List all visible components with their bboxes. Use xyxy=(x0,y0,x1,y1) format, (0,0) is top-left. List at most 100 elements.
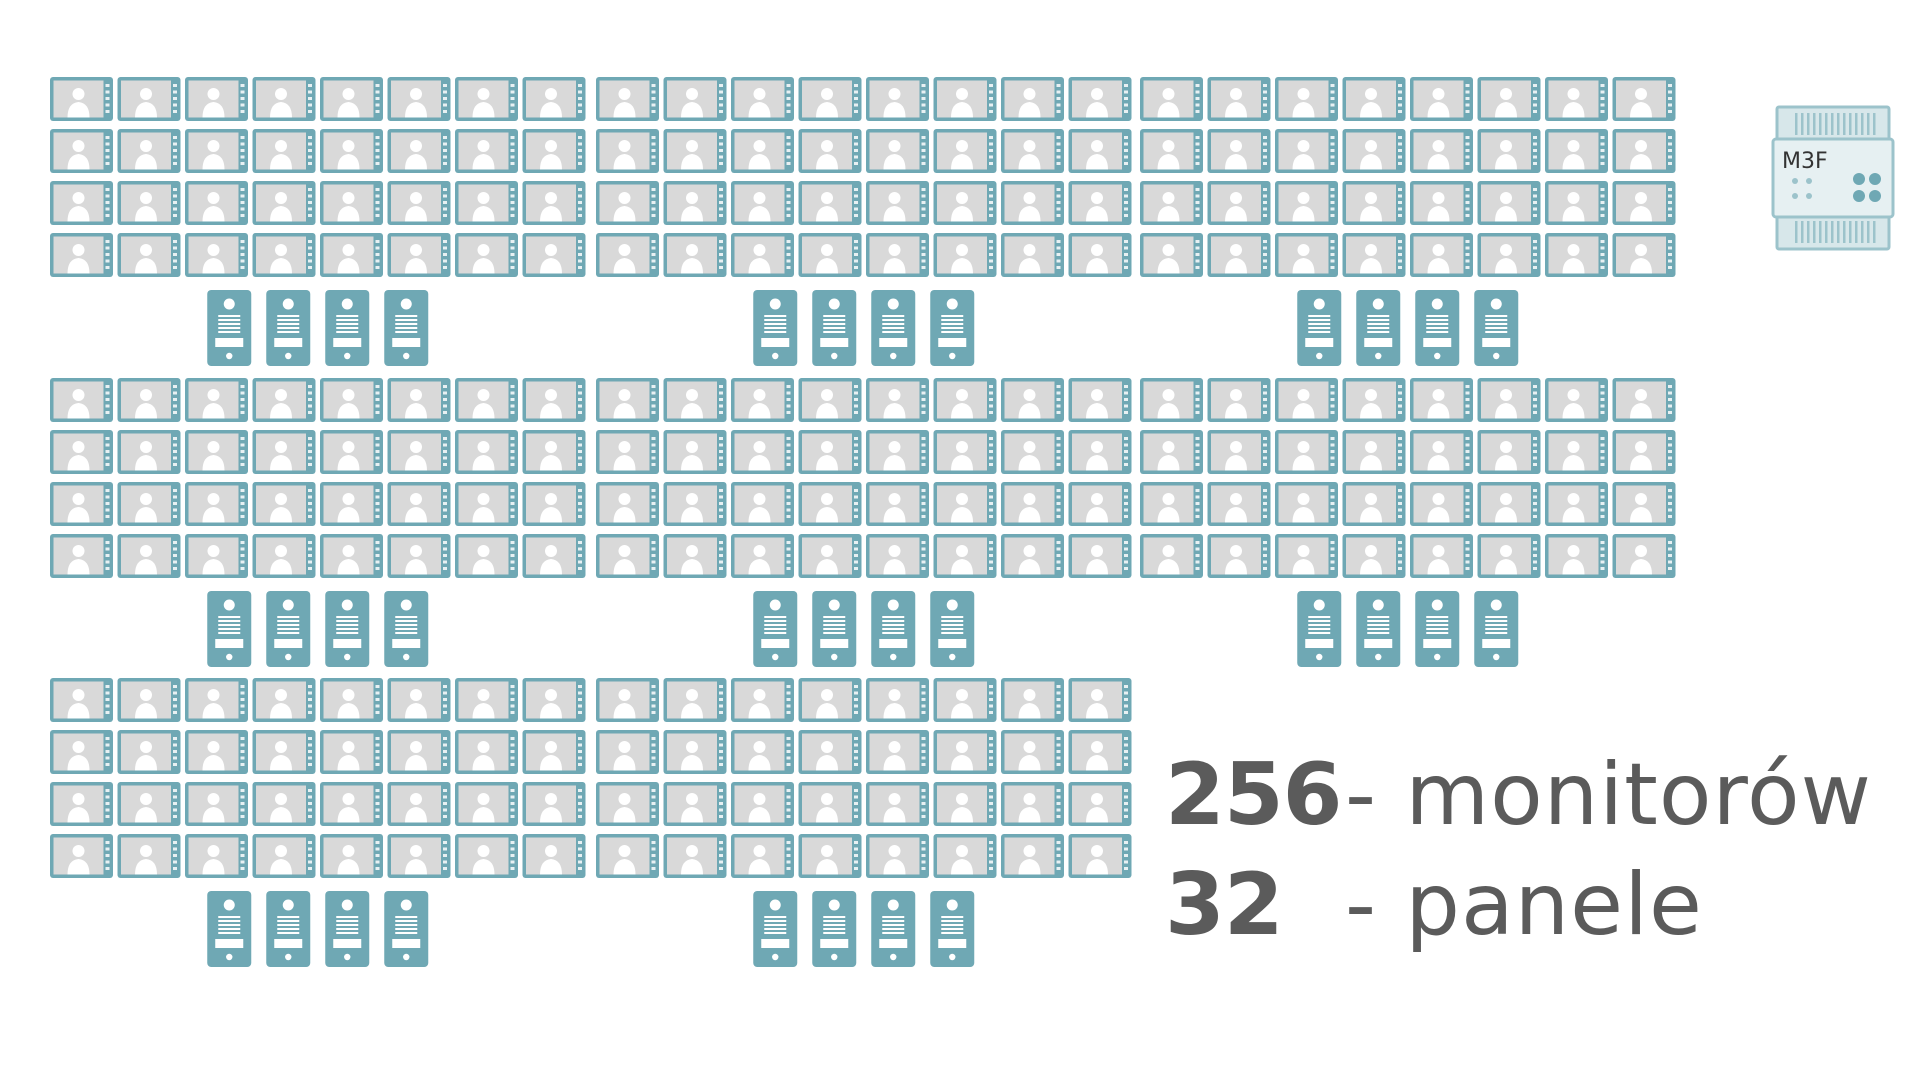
video-monitor-icon xyxy=(1001,834,1064,878)
video-monitor-icon xyxy=(185,181,248,225)
door-entry-panel-icon xyxy=(1415,591,1460,667)
video-monitor-icon xyxy=(1410,534,1473,578)
video-monitor-icon xyxy=(1207,378,1271,422)
video-monitor-icon xyxy=(1342,77,1406,121)
video-monitor-icon xyxy=(866,233,929,277)
video-monitor-icon xyxy=(798,77,862,121)
video-monitor-icon xyxy=(50,678,113,722)
video-monitor-icon xyxy=(1410,430,1473,474)
video-monitor-icon xyxy=(320,129,383,173)
video-monitor-icon xyxy=(387,782,451,826)
video-monitor-icon xyxy=(596,378,659,422)
video-monitor-icon xyxy=(1068,834,1132,878)
video-monitor-icon xyxy=(1001,534,1064,578)
video-monitor-icon xyxy=(1410,181,1473,225)
video-monitor-icon xyxy=(731,378,794,422)
video-monitor-icon xyxy=(596,730,659,774)
door-entry-panel-icon xyxy=(753,591,798,667)
door-entry-panel-icon xyxy=(753,891,798,967)
video-monitor-icon xyxy=(933,730,997,774)
video-monitor-icon xyxy=(1207,129,1271,173)
door-entry-panel-icon xyxy=(1474,290,1519,366)
video-monitor-icon xyxy=(1342,233,1406,277)
video-monitor-icon xyxy=(320,77,383,121)
video-monitor-icon xyxy=(933,181,997,225)
video-monitor-icon xyxy=(866,730,929,774)
video-monitor-icon xyxy=(663,181,727,225)
door-entry-panel-icon xyxy=(753,290,798,366)
door-entry-panel-icon xyxy=(266,290,311,366)
video-monitor-icon xyxy=(117,834,181,878)
video-monitor-icon xyxy=(117,782,181,826)
video-monitor-icon xyxy=(185,129,248,173)
video-monitor-icon xyxy=(1140,129,1203,173)
apartment-group xyxy=(596,678,1132,967)
video-monitor-icon xyxy=(798,482,862,526)
video-monitor-icon xyxy=(798,181,862,225)
led-icon xyxy=(1792,178,1798,184)
video-monitor-icon xyxy=(455,834,518,878)
video-monitor-icon xyxy=(320,834,383,878)
video-monitor-icon xyxy=(455,430,518,474)
connector-icon xyxy=(1853,173,1865,185)
video-monitor-icon xyxy=(455,129,518,173)
video-monitor-icon xyxy=(320,233,383,277)
video-monitor-icon xyxy=(387,834,451,878)
video-monitor-icon xyxy=(596,534,659,578)
connector-icon xyxy=(1853,190,1865,202)
video-monitor-icon xyxy=(1001,730,1064,774)
door-entry-panel-icon xyxy=(1297,591,1342,667)
video-monitor-icon xyxy=(252,482,316,526)
video-monitor-icon xyxy=(866,378,929,422)
video-monitor-icon xyxy=(731,129,794,173)
door-entry-panel-icon xyxy=(266,891,311,967)
video-monitor-icon xyxy=(731,678,794,722)
video-monitor-icon xyxy=(387,730,451,774)
panel-count: 32 xyxy=(1165,855,1284,955)
video-monitor-icon xyxy=(117,181,181,225)
video-monitor-icon xyxy=(596,430,659,474)
video-monitor-icon xyxy=(798,378,862,422)
video-monitor-icon xyxy=(320,678,383,722)
video-monitor-icon xyxy=(933,482,997,526)
video-monitor-icon xyxy=(1545,534,1608,578)
video-monitor-icon xyxy=(117,378,181,422)
video-monitor-icon xyxy=(731,834,794,878)
video-monitor-icon xyxy=(663,534,727,578)
video-monitor-icon xyxy=(933,834,997,878)
video-monitor-icon xyxy=(1477,534,1541,578)
video-monitor-icon xyxy=(1612,378,1676,422)
video-monitor-icon xyxy=(320,181,383,225)
video-monitor-icon xyxy=(1140,378,1203,422)
video-monitor-icon xyxy=(798,430,862,474)
video-monitor-icon xyxy=(1612,233,1676,277)
apartment-group xyxy=(50,77,586,366)
video-monitor-icon xyxy=(1068,378,1132,422)
video-monitor-icon xyxy=(1068,730,1132,774)
video-monitor-icon xyxy=(117,77,181,121)
video-monitor-icon xyxy=(1068,181,1132,225)
video-monitor-icon xyxy=(663,430,727,474)
video-monitor-icon xyxy=(1545,129,1608,173)
video-monitor-icon xyxy=(731,730,794,774)
video-monitor-icon xyxy=(522,482,586,526)
video-monitor-icon xyxy=(596,129,659,173)
video-monitor-icon xyxy=(1410,129,1473,173)
video-monitor-icon xyxy=(731,782,794,826)
door-entry-panel-icon xyxy=(1415,290,1460,366)
video-monitor-icon xyxy=(455,77,518,121)
video-monitor-icon xyxy=(1410,77,1473,121)
connector-icon xyxy=(1869,190,1881,202)
video-monitor-icon xyxy=(866,482,929,526)
video-monitor-icon xyxy=(320,482,383,526)
video-monitor-icon xyxy=(1342,534,1406,578)
video-monitor-icon xyxy=(596,482,659,526)
video-monitor-icon xyxy=(1275,129,1338,173)
video-monitor-icon xyxy=(731,430,794,474)
panel-count-label: - panele xyxy=(1345,855,1703,955)
video-monitor-icon xyxy=(1207,181,1271,225)
video-monitor-icon xyxy=(185,233,248,277)
video-monitor-icon xyxy=(522,181,586,225)
door-entry-panel-icon xyxy=(1356,591,1401,667)
video-monitor-icon xyxy=(596,233,659,277)
